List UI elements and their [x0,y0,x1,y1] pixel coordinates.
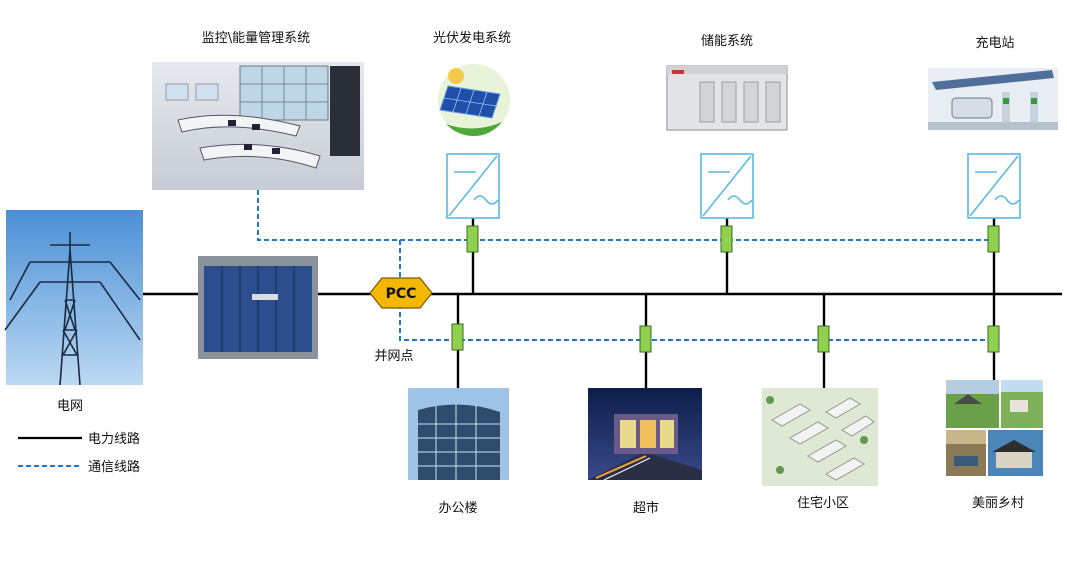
monitoring-label: 监控\能量管理系统 [202,31,310,46]
supermarket-image [588,388,702,481]
breakers [451,225,1000,353]
storage-converter [700,153,754,219]
pcc-note-label: 并网点 [374,349,413,364]
legend-comm-label: 通信线路 [88,459,140,475]
breaker-charging [987,225,1000,253]
village-image [946,380,1043,476]
pv-image [438,64,510,136]
breaker-storage [720,225,733,253]
grid-label: 电网 [57,399,83,414]
charging-label: 充电站 [975,35,1014,51]
village-label: 美丽乡村 [972,496,1024,511]
storage-container-image [666,65,788,131]
pv-label: 光伏发电系统 [433,30,511,46]
storage-label: 储能系统 [701,34,753,49]
residential-image [762,388,878,486]
pcc-node: PCC [369,277,433,309]
charging-converter [967,153,1021,219]
central-container-image [198,256,318,359]
legend: 电力线路 通信线路 [18,431,140,475]
residential-label: 住宅小区 [797,496,849,511]
charging-station-image [928,68,1058,130]
supermarket-label: 超市 [633,500,659,516]
monitoring-room-image [152,62,364,190]
office-label: 办公楼 [438,501,477,516]
office-building-image [408,388,509,480]
breaker-supermarket [639,325,652,353]
grid-tower-image [4,210,143,386]
legend-power-label: 电力线路 [88,431,140,447]
breaker-pv [466,225,479,253]
breaker-residential [817,325,830,353]
breaker-village [987,325,1000,353]
pv-converter [446,153,500,219]
communication-lines [257,190,995,341]
pcc-label: PCC [386,286,417,302]
breaker-office [451,323,464,351]
